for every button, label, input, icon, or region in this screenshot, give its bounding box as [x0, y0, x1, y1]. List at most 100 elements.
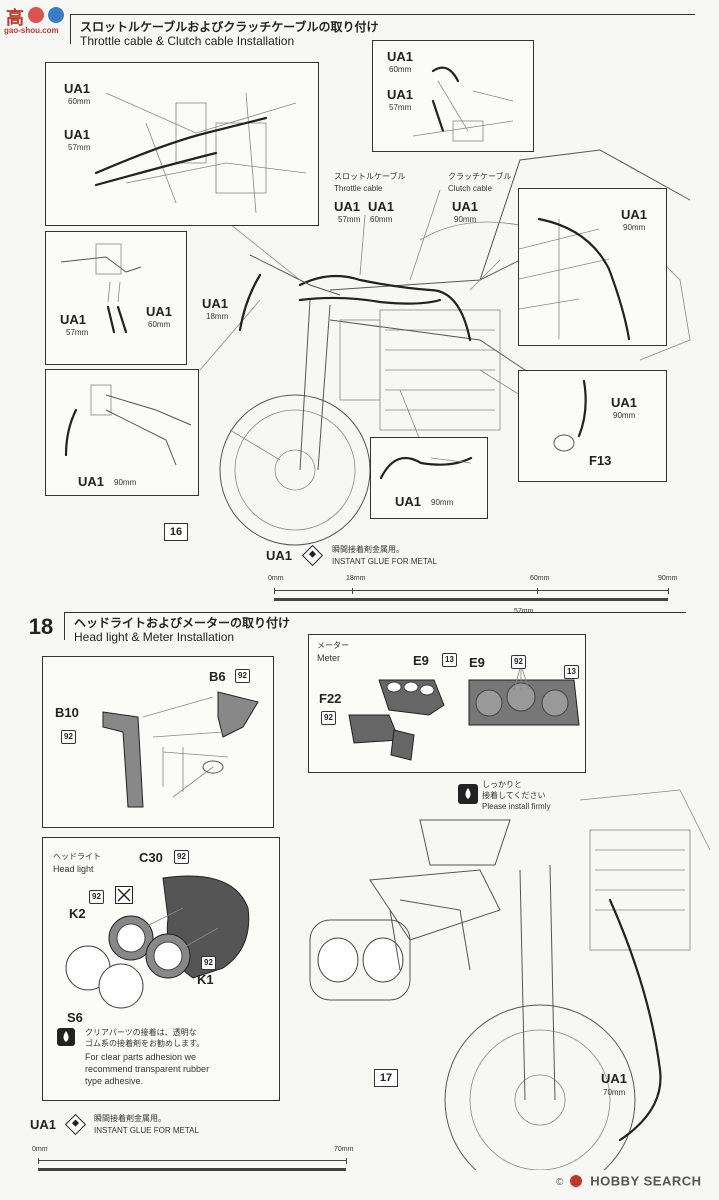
no-glue-icon [115, 886, 133, 904]
inset-bracket: B6 92 B10 92 [42, 656, 274, 828]
clutch-route-sketch [519, 217, 631, 341]
glue-drop-icon [458, 784, 478, 804]
ruler2-0: 0mm [32, 1146, 48, 1153]
clutch-right-90: 90mm [623, 223, 646, 232]
clutch-cable-en: Clutch cable [448, 184, 493, 193]
inset-throttle-body: UA1 60mm UA1 57mm [372, 40, 534, 152]
lever-57-size: 57mm [66, 328, 89, 337]
ruler2-bar-bottom [38, 1168, 346, 1171]
ruler1-0: 0mm [268, 575, 284, 582]
part-c30: C30 [139, 850, 163, 865]
clear-note-jp2: ゴム系の接着剤をお勧めします。 [85, 1039, 205, 1048]
step17-header-tick [70, 14, 71, 44]
throttle-57-size: 57mm [338, 215, 361, 224]
ua1-57-size: 57mm [68, 143, 91, 152]
step18-number: 18 [28, 614, 54, 639]
clear-note-en2: recommend transparent rubber [85, 1064, 210, 1074]
ua1-18-cable [238, 273, 262, 332]
inset-bottom-cable: UA1 90mm [370, 437, 488, 519]
meter-parts-sketch [348, 664, 580, 761]
bottom-cable-sketch [379, 456, 473, 480]
clear-glue-icon [57, 1028, 75, 1046]
ua1-70-size: 70mm [603, 1088, 626, 1097]
ua1-70-label: UA1 [601, 1071, 628, 1086]
part-b10: B10 [55, 705, 79, 720]
ruler1-bar-top [274, 590, 668, 591]
ruler1-57: 57mm [514, 608, 533, 615]
footer-logo: © HOBBY SEARCH [556, 1172, 702, 1192]
step18-title-jp: ヘッドライトおよびメーターの取り付け [74, 616, 291, 630]
meter-e9-right: E9 [469, 655, 485, 670]
clear-note-en1: For clear parts adhesion we [85, 1052, 197, 1062]
bracket-sketch [102, 691, 259, 808]
ruler1-90: 90mm [658, 575, 678, 582]
ref-step-16: 16 [164, 523, 188, 541]
bottom-90-size: 90mm [431, 498, 454, 507]
inset-headlight: ヘッドライト Head light C30 92 92 K2 92 K1 S6 … [42, 837, 280, 1101]
throttle-cable-en: Throttle cable [334, 184, 383, 193]
ref-step-17: 17 [374, 1069, 398, 1087]
throttle-ua1-60: UA1 [368, 199, 395, 214]
ua1-57-top-label: UA1 [387, 87, 414, 102]
firmly-jp2: 接着してください [482, 791, 546, 800]
step17-bike-illustration [199, 149, 691, 546]
glue2-code: UA1 [30, 1117, 57, 1132]
f13-sketch [553, 379, 587, 452]
glue2-jp: 瞬間接着剤金属用。 [94, 1114, 166, 1123]
badge-13-left: 13 [442, 653, 457, 667]
watermark-char: 高 [6, 8, 24, 28]
headlight-parts-sketch [65, 875, 250, 1009]
throttle-ua1-57: UA1 [334, 199, 361, 214]
badge-92-f22: 92 [321, 711, 336, 725]
clutch-right-ua1: UA1 [621, 207, 648, 222]
glue2-en: INSTANT GLUE FOR METAL [94, 1126, 199, 1135]
footer-logo-icon [569, 1174, 582, 1187]
inset-handlebar-top: UA1 60mm UA1 57mm [45, 62, 319, 226]
meter-e9-left: E9 [413, 653, 429, 668]
ua1-57-top-size: 57mm [389, 103, 412, 112]
ruler2-tick-0 [38, 1158, 39, 1164]
watermark-logo: 高 gao-shou.com [2, 2, 72, 36]
footer-logo-text: HOBBY SEARCH [590, 1173, 702, 1189]
badge-92-c30: 92 [174, 850, 189, 864]
ua1-60-size: 60mm [68, 97, 91, 106]
clutch-90-size: 90mm [454, 215, 477, 224]
clutch-ua1-90: UA1 [452, 199, 479, 214]
grip-cable-sketch [64, 384, 192, 466]
grip-ua1: UA1 [78, 474, 105, 489]
ruler1-60: 60mm [530, 575, 550, 582]
step18-header-tick [64, 612, 65, 640]
clear-note-jp1: クリアパーツの接着は、透明な [85, 1028, 197, 1037]
badge-92-e9: 92 [511, 655, 526, 669]
meter-jp: メーター [317, 641, 349, 650]
glue1-en: INSTANT GLUE FOR METAL [332, 557, 437, 566]
firmly-jp1: しっかりと [482, 780, 522, 789]
ruler1-tick-0 [274, 588, 275, 594]
meter-en: Meter [317, 653, 341, 663]
inset-grip-cable: UA1 90mm [45, 369, 199, 496]
ua1-18-label: UA1 [202, 296, 229, 311]
headlight-jp: ヘッドライト [53, 852, 101, 861]
throttle-body-sketch [412, 66, 514, 142]
step17-header: スロットルケーブルおよびクラッチケーブルの取り付け Throttle cable… [70, 14, 700, 54]
bottom-ua1: UA1 [395, 494, 422, 509]
watermark-graphic [28, 7, 64, 23]
firmly-note: しっかりと 接着してください Please install firmly [458, 780, 598, 812]
watermark-site: gao-shou.com [4, 26, 59, 35]
throttle-cable-jp: スロットルケーブル [334, 172, 406, 181]
ua1-60-top-label: UA1 [387, 49, 414, 64]
inset-f13: UA1 90mm F13 [518, 370, 667, 482]
ruler1-bar-bottom [274, 598, 668, 601]
glue2-diamond-icon [64, 1113, 87, 1136]
lever-60-size: 60mm [148, 320, 171, 329]
footer-copyright: © [556, 1177, 564, 1188]
ua1-57-label: UA1 [64, 127, 91, 142]
throttle-60-size: 60mm [370, 215, 393, 224]
clutch-cable-jp: クラッチケーブル [448, 172, 512, 181]
f13-ua1: UA1 [611, 395, 638, 410]
handlebar-top-sketch [94, 92, 307, 214]
step17-title-en: Throttle cable & Clutch cable Installati… [80, 34, 295, 48]
part-b6: B6 [209, 669, 226, 684]
f13-part-label: F13 [589, 453, 612, 468]
inset-clutch-route: UA1 90mm [518, 188, 667, 346]
